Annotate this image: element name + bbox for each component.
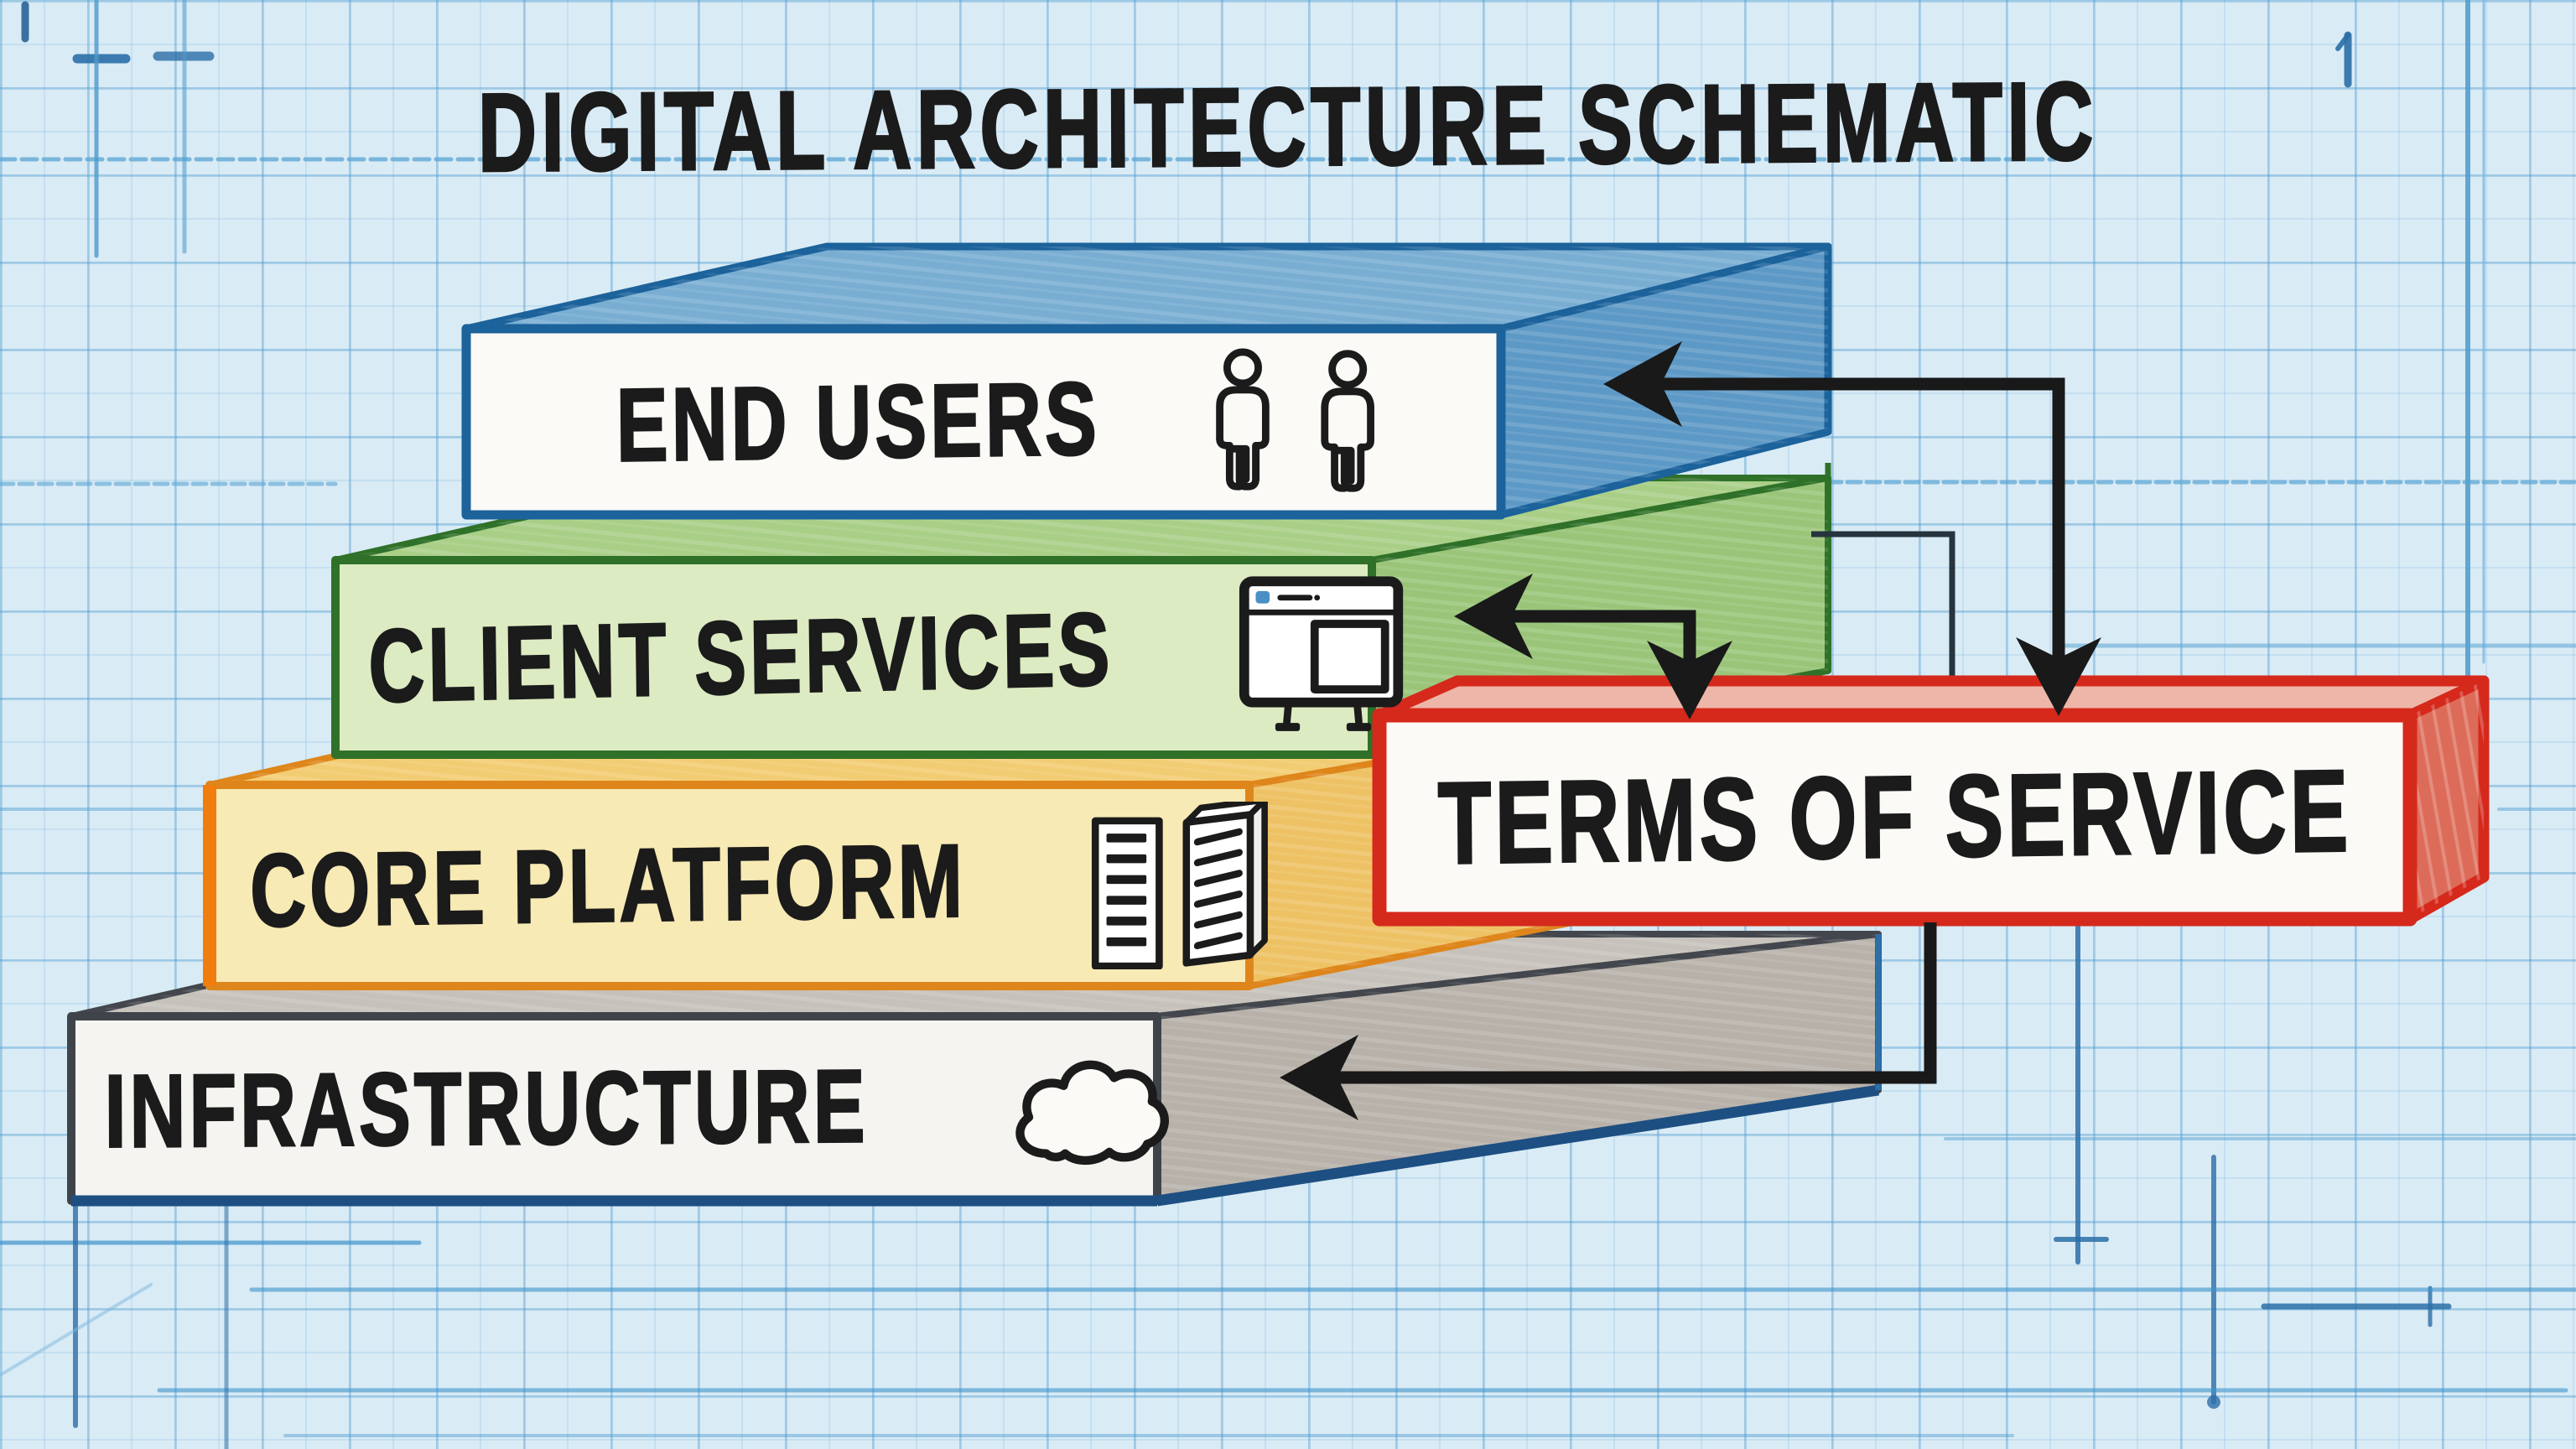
page-title: DIGITAL ARCHITECTURE SCHEMATIC: [0, 59, 2576, 197]
connector-arrows: [1280, 341, 2101, 1120]
arrowhead-left-client-services: [1454, 574, 1533, 659]
connector-client-services-thin: [1811, 531, 1955, 688]
arrowhead-down-terms-a: [2016, 637, 2101, 716]
arrowhead-down-terms-b: [1647, 641, 1732, 719]
arrowhead-left-end-users: [1603, 341, 1682, 427]
page-title-text: DIGITAL ARCHITECTURE SCHEMATIC: [476, 59, 2099, 197]
terms-of-service-box: [1372, 675, 2490, 927]
arrowhead-left-infrastructure: [1280, 1035, 1358, 1120]
